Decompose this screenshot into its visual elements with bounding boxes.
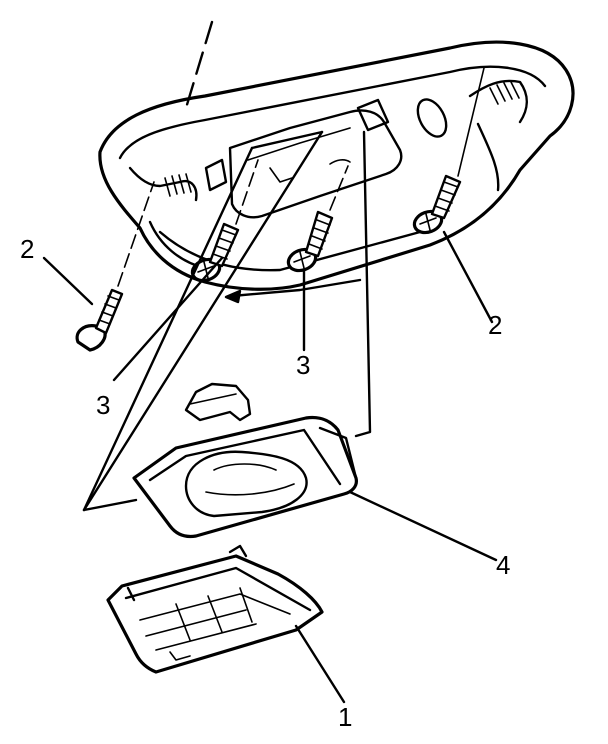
- leader-lines: [42, 230, 498, 704]
- callout-3-left: 3: [96, 390, 111, 420]
- screw-alignment-lines: [117, 67, 485, 287]
- housing-alignment-line: [354, 130, 372, 438]
- lens-1: [106, 544, 324, 674]
- screw-2-right: [412, 174, 462, 235]
- callout-3-center: 3: [296, 350, 311, 380]
- projection-triangle: [82, 130, 324, 512]
- callout-2-left: 2: [20, 234, 35, 264]
- screw-3-left: [190, 222, 240, 283]
- callout-2-right: 2: [488, 310, 503, 340]
- housing-4: [132, 382, 358, 539]
- callout-1: 1: [338, 702, 353, 732]
- console-body: [98, 20, 575, 304]
- callout-4: 4: [496, 550, 511, 580]
- screw-2-left: [75, 288, 124, 352]
- screw-3-center: [286, 210, 334, 273]
